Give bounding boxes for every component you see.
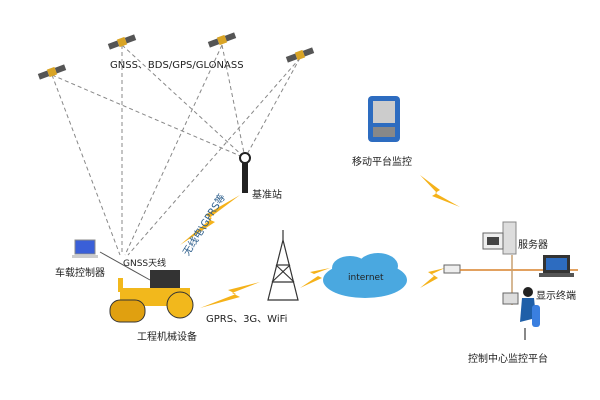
- road-roller-icon: [109, 270, 194, 323]
- internet-cloud-icon: [323, 253, 407, 298]
- laptop-icon-display: [539, 255, 574, 277]
- base-station-label: 基准站: [252, 190, 282, 201]
- base-station-icon: [239, 152, 251, 193]
- internet-label: internet: [348, 273, 384, 283]
- mobile-device-icon: [368, 96, 400, 142]
- satellites-label: GNSS、BDS/GPS/GLONASS: [110, 60, 244, 71]
- display-terminal-label: 显示终端: [536, 291, 576, 302]
- cell-tower-icon: [267, 230, 299, 301]
- satellite-icons: [37, 32, 315, 80]
- server-label: 服务器: [518, 240, 548, 251]
- router-icon: [443, 264, 461, 274]
- control-center-label: 控制中心监控平台: [468, 354, 548, 365]
- operator-workstation-icon: [502, 287, 540, 340]
- gnss-antenna-label: GNSS天线: [123, 259, 167, 269]
- satellite-signal-lines: [51, 44, 301, 256]
- wireless-link-label: GPRS、3G、WiFi: [206, 314, 288, 325]
- server-icon: [482, 221, 517, 255]
- vehicle-controller-label: 车载控制器: [55, 268, 105, 279]
- antenna-arrow: [99, 251, 151, 281]
- machinery-label: 工程机械设备: [137, 332, 197, 343]
- mobile-monitoring-label: 移动平台监控: [352, 157, 412, 168]
- lightning-icons: [180, 175, 460, 308]
- laptop-icon-vehicle: [72, 239, 98, 258]
